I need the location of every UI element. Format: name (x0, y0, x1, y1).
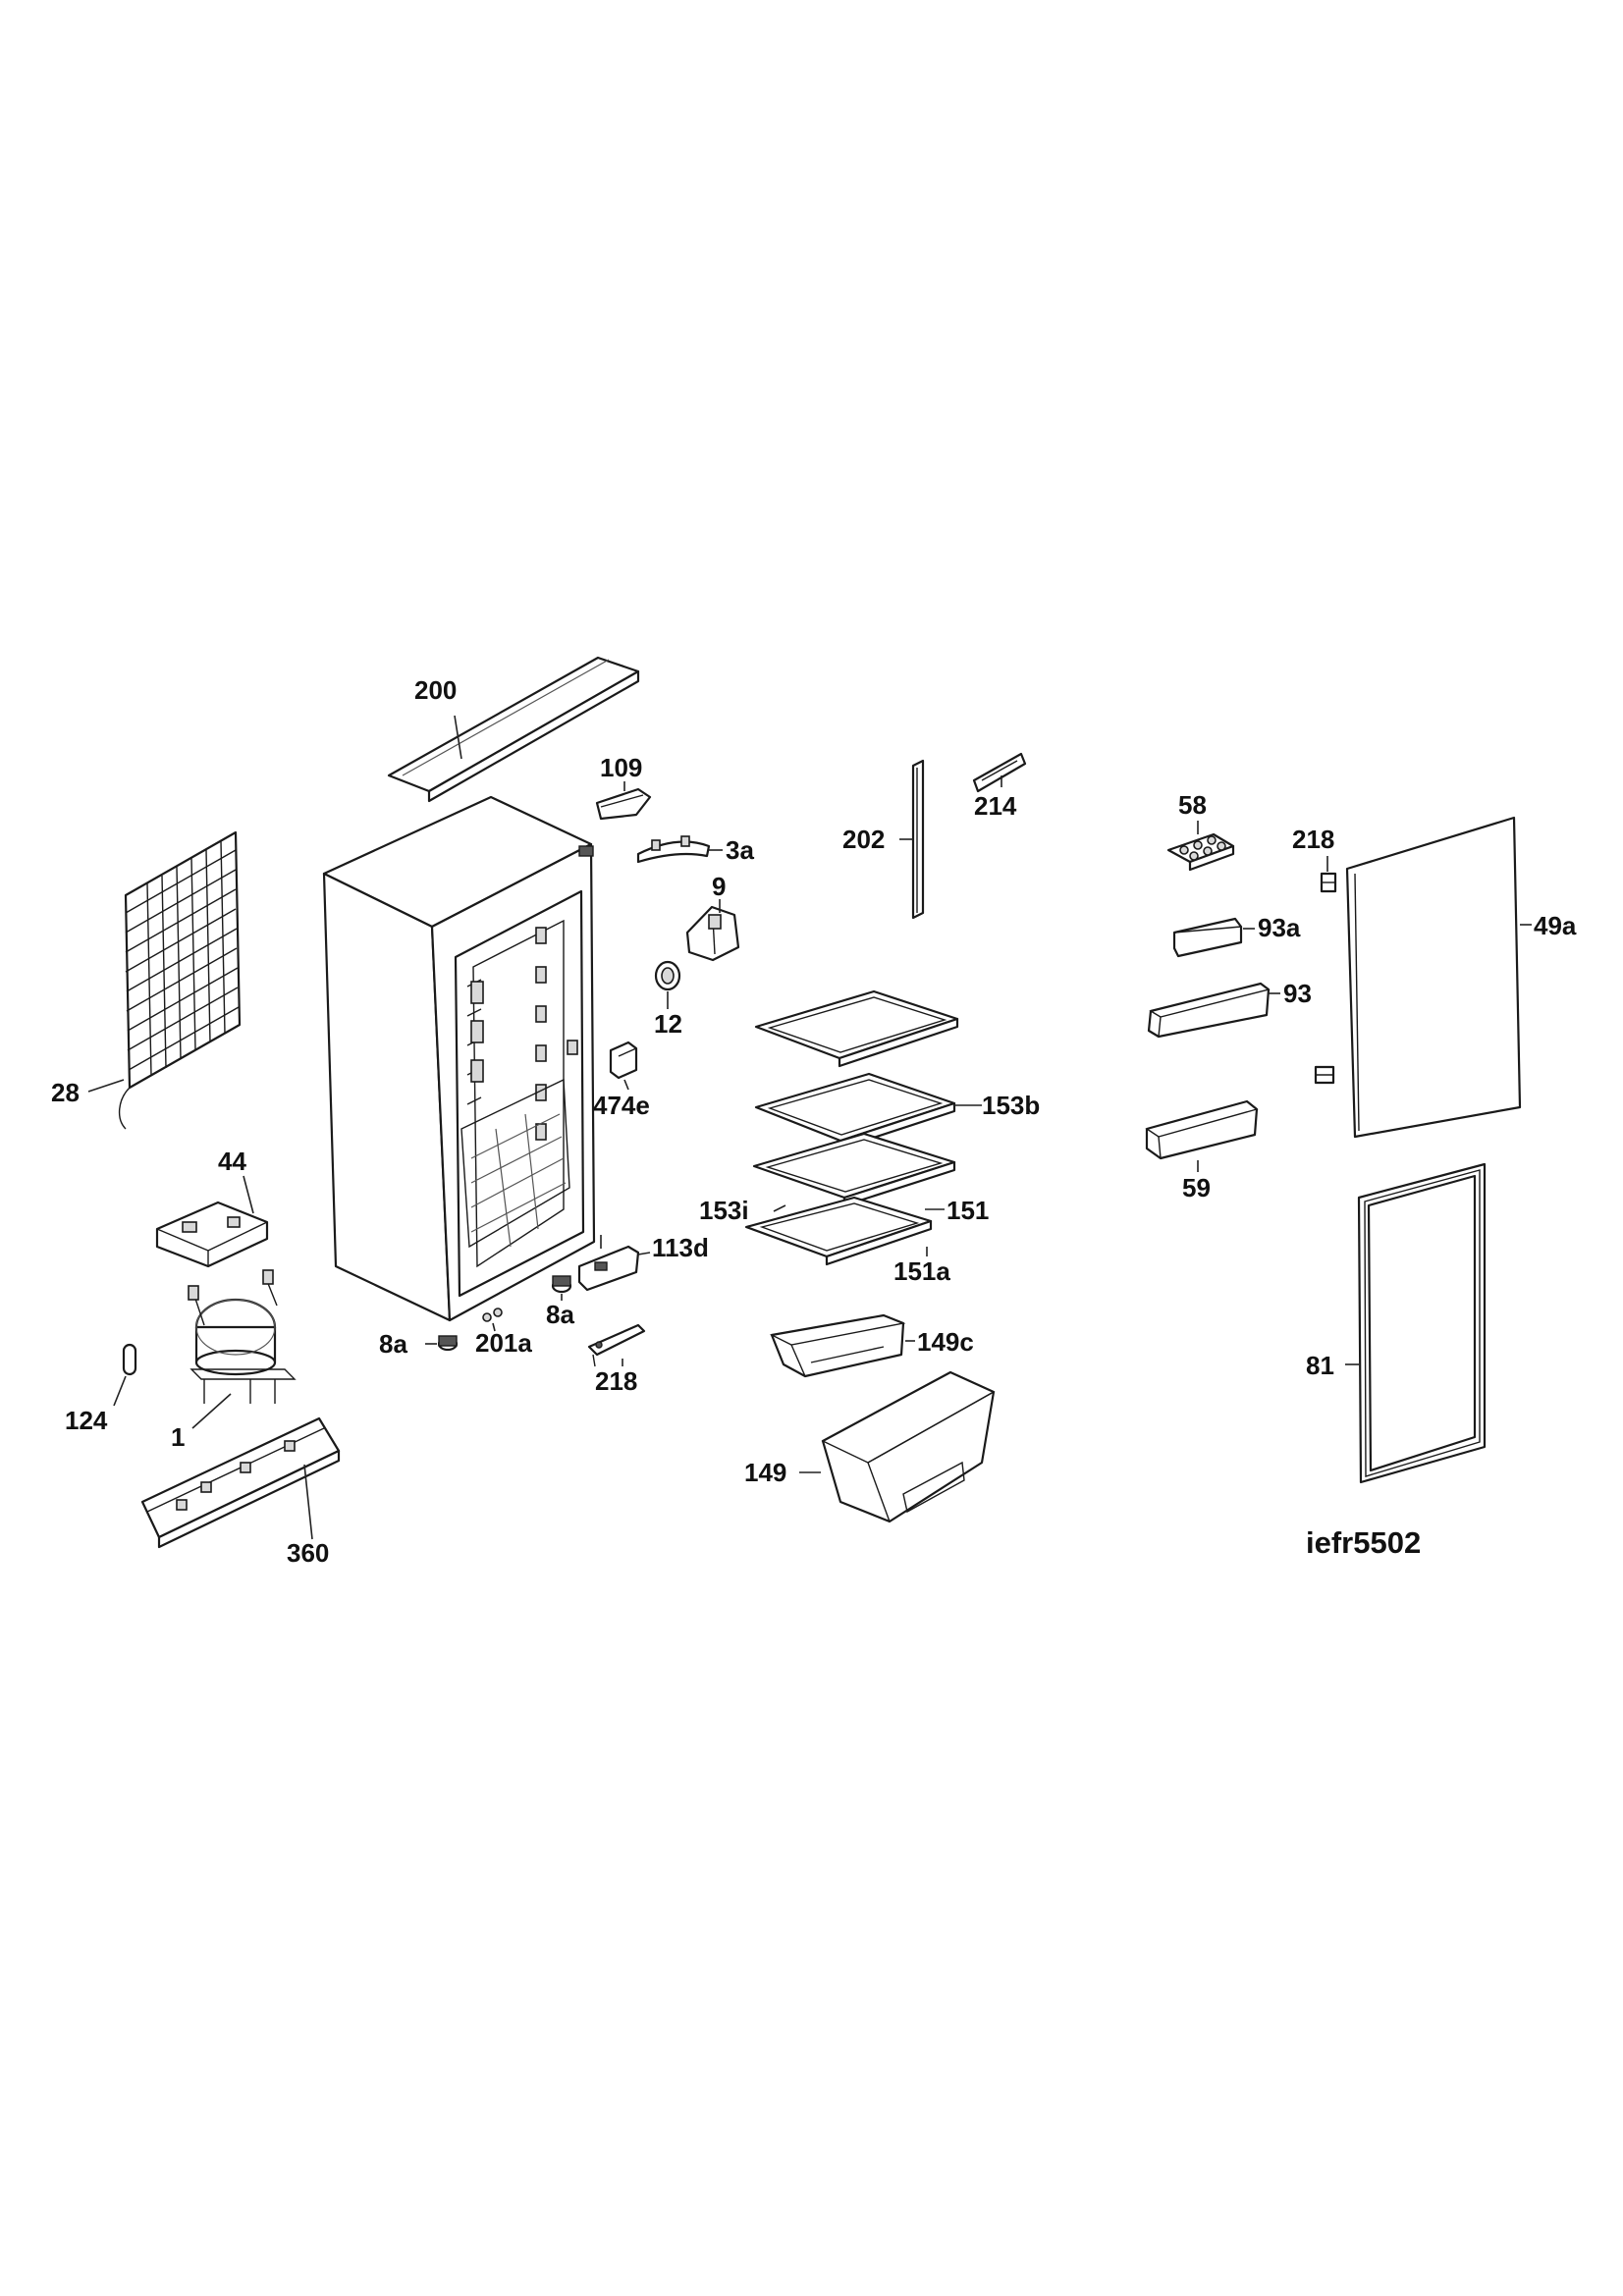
callout-201a: 201a (475, 1328, 532, 1358)
part-9 (685, 899, 740, 962)
callout-109: 109 (600, 753, 642, 782)
callout-28: 28 (51, 1078, 80, 1107)
part-200-top-cover (387, 656, 640, 803)
callout-1: 1 (171, 1422, 185, 1452)
callout-360: 360 (287, 1538, 329, 1568)
part-202-trim (899, 759, 925, 920)
part-8a-foot-right (551, 1275, 572, 1301)
part-cabinet (322, 795, 596, 1322)
callout-214: 214 (974, 791, 1017, 821)
part-58-egg-tray (1166, 821, 1235, 872)
part-214-hinge (972, 752, 1027, 793)
part-81-gasket (1345, 1162, 1487, 1484)
part-12-knob (654, 960, 681, 1009)
part-93-door-balcony (1147, 982, 1280, 1039)
callout-93: 93 (1283, 979, 1312, 1008)
part-153i-shelf (752, 1132, 956, 1212)
callout-44: 44 (218, 1147, 246, 1176)
callout-59: 59 (1182, 1173, 1211, 1202)
part-474e (609, 1041, 638, 1091)
part-59-bottle-balcony (1145, 1099, 1259, 1172)
condenser-coils (125, 840, 240, 1077)
callout-153i: 153i (699, 1196, 749, 1225)
part-218-top (1314, 856, 1337, 1085)
callout-218-top: 218 (1292, 825, 1334, 854)
part-113d (577, 1235, 651, 1292)
callout-93a: 93a (1258, 913, 1301, 942)
part-218-bottom (587, 1323, 646, 1367)
callout-3a: 3a (726, 835, 754, 865)
callout-49a: 49a (1534, 911, 1577, 940)
callout-200: 200 (414, 675, 457, 705)
part-44-bracket (155, 1175, 269, 1268)
callout-151: 151 (947, 1196, 989, 1225)
callout-113d: 113d (652, 1233, 709, 1262)
callout-474e: 474e (593, 1091, 650, 1120)
part-201a-screws (482, 1308, 503, 1332)
callout-9: 9 (712, 872, 726, 901)
callout-58: 58 (1178, 790, 1207, 820)
part-shelf-top (754, 989, 959, 1068)
part-360-base-plate (140, 1416, 341, 1549)
part-49a-door (1345, 816, 1532, 1139)
part-149c-drawer (769, 1313, 915, 1378)
part-151-151a-shelf (744, 1196, 945, 1266)
part-1-compressor (188, 1269, 297, 1429)
callout-81: 81 (1306, 1351, 1334, 1380)
part-109 (595, 781, 652, 821)
part-8a-foot-left (425, 1335, 459, 1352)
part-3a (636, 835, 723, 864)
callout-151a: 151a (893, 1256, 950, 1286)
egg-cups (1179, 835, 1226, 861)
part-124-tube (113, 1343, 137, 1407)
part-93a-door-shelf (1172, 917, 1255, 958)
callout-labels: 200 109 3a 9 12 474e 28 44 113d 8a 8a 20… (51, 675, 1577, 1568)
diagram-reference-code: iefr5502 (1306, 1525, 1421, 1560)
callout-153b: 153b (982, 1091, 1040, 1120)
callout-124: 124 (65, 1406, 108, 1435)
callout-149c: 149c (917, 1327, 974, 1357)
part-149-crisper (799, 1370, 996, 1523)
callout-218-bottom: 218 (595, 1366, 637, 1396)
callout-8a-left: 8a (379, 1329, 407, 1359)
callout-149: 149 (744, 1458, 786, 1487)
callout-202: 202 (842, 825, 885, 854)
callout-12: 12 (654, 1009, 682, 1039)
part-28-condenser (87, 830, 242, 1130)
callout-8a-right: 8a (546, 1300, 574, 1329)
